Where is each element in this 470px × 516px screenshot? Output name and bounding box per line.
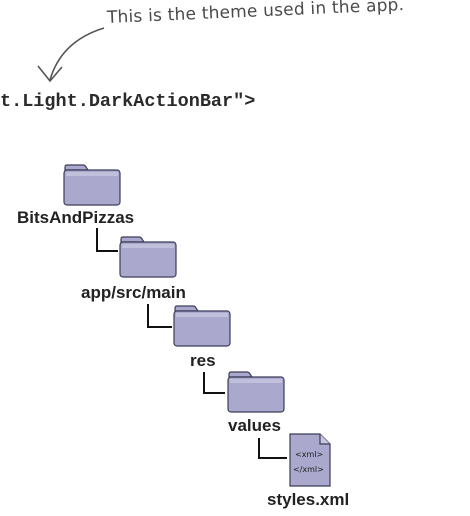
folder-label-values: values <box>228 416 281 435</box>
file-icon-open-tag: <xml> <box>295 450 323 459</box>
annotation-arrow <box>37 27 105 83</box>
folder-label-root: BitsAndPizzas <box>17 208 135 227</box>
folder-icon[interactable] <box>173 305 231 347</box>
folder-icon[interactable] <box>227 371 285 413</box>
file-icon-close-tag: </xml> <box>293 465 324 474</box>
folder-label-main: app/src/main <box>81 283 186 302</box>
folder-icon[interactable] <box>63 164 121 206</box>
folder-label-res: res <box>190 351 216 370</box>
theme-code-line: t.Light.DarkActionBar"> <box>0 91 256 112</box>
xml-file-icon[interactable]: <xml> </xml> <box>288 432 332 488</box>
folder-icon[interactable] <box>119 236 177 278</box>
file-label-styles: styles.xml <box>267 490 350 509</box>
